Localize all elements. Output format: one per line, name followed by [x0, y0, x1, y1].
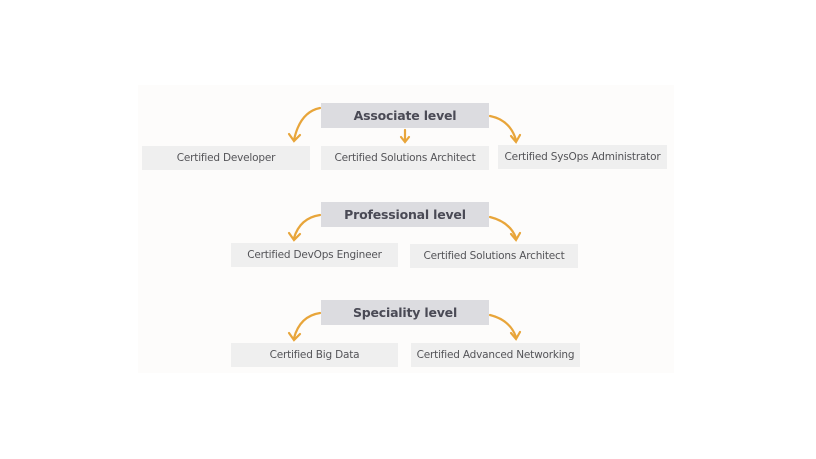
- cert-speciality-advanced-networking: Certified Advanced Networking: [411, 343, 580, 367]
- cert-professional-solutions-architect: Certified Solutions Architect: [410, 244, 578, 268]
- cert-associate-developer: Certified Developer: [142, 146, 310, 170]
- cert-associate-solutions-architect: Certified Solutions Architect: [321, 146, 489, 170]
- cert-speciality-big-data: Certified Big Data: [231, 343, 398, 367]
- cert-associate-sysops-administrator: Certified SysOps Administrator: [498, 145, 667, 169]
- level-professional: Professional level: [321, 202, 489, 227]
- cert-professional-devops-engineer: Certified DevOps Engineer: [231, 243, 398, 267]
- level-associate: Associate level: [321, 103, 489, 128]
- level-speciality: Speciality level: [321, 300, 489, 325]
- diagram-background: [138, 85, 674, 373]
